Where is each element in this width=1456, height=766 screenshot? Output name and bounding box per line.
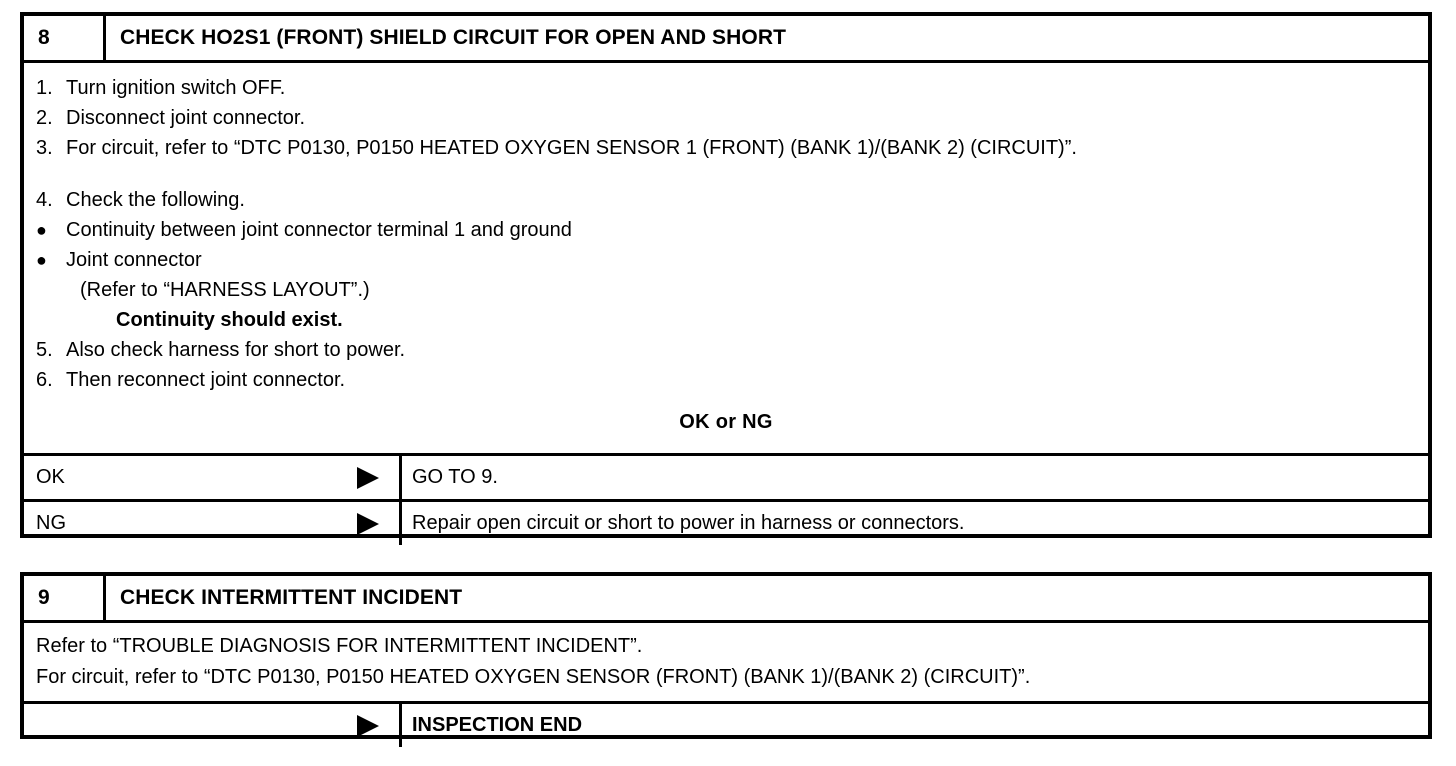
instruction-text: Then reconnect joint connector. <box>66 369 346 391</box>
step-8-number: 8 <box>24 16 106 60</box>
step-8-title: CHECK HO2S1 (FRONT) SHIELD CIRCUIT FOR O… <box>120 26 787 49</box>
triangle-right-icon <box>357 512 379 535</box>
step-9-header: 9 CHECK INTERMITTENT INCIDENT <box>24 576 1428 623</box>
step-9-title: CHECK INTERMITTENT INCIDENT <box>120 586 463 609</box>
step-8-body: 1. Turn ignition switch OFF. 2. Disconnect… <box>24 63 1428 453</box>
instruction-text: For circuit, refer to “DTC P0130, P0150 … <box>66 137 1077 159</box>
result-action-inspection-end: INSPECTION END <box>412 714 583 736</box>
step-9-body: Refer to “TROUBLE DIAGNOSIS FOR INTERMIT… <box>24 623 1428 701</box>
instruction-reference-line: (Refer to “HARNESS LAYOUT”.) <box>80 279 370 301</box>
instruction-line: 2. Disconnect joint connector. <box>24 103 1428 133</box>
instruction-bullet-line: ● Continuity between joint connector term… <box>24 215 1428 245</box>
instruction-text: Joint connector <box>66 249 202 271</box>
result-condition-cell: NG <box>24 502 402 545</box>
instruction-text: Check the following. <box>66 189 245 211</box>
result-condition-cell: OK <box>24 456 402 499</box>
step-9-number: 9 <box>24 576 106 620</box>
triangle-right-icon <box>357 466 379 489</box>
instruction-index: 4. <box>36 189 53 211</box>
step-8-header: 8 CHECK HO2S1 (FRONT) SHIELD CIRCUIT FOR… <box>24 16 1428 63</box>
diagnostic-step-box-9: 9 CHECK INTERMITTENT INCIDENT Refer to “… <box>20 572 1432 747</box>
step-8-verdict: OK or NG <box>679 411 773 433</box>
instruction-index: 3. <box>36 137 53 159</box>
instruction-line: 5. Also check harness for short to power. <box>24 335 1428 365</box>
result-condition-label: OK <box>36 466 65 488</box>
result-action-ok: GO TO 9. <box>412 466 498 488</box>
bullet-icon: ● <box>36 220 47 240</box>
instruction-text: Disconnect joint connector. <box>66 107 306 129</box>
instruction-index: 6. <box>36 369 53 391</box>
result-condition-label: NG <box>36 512 66 534</box>
body-spacer <box>24 163 1428 185</box>
instruction-line: 6. Then reconnect joint connector. <box>24 365 1428 395</box>
instruction-text: Also check harness for short to power. <box>66 339 406 361</box>
instruction-index: 2. <box>36 107 53 129</box>
instruction-index: 5. <box>36 339 53 361</box>
instruction-line: For circuit, refer to “DTC P0130, P0150 … <box>36 666 1031 688</box>
bullet-icon: ● <box>36 250 47 270</box>
result-row-ok: OK GO TO 9. <box>24 453 1428 499</box>
instruction-line: 3. For circuit, refer to “DTC P0130, P015… <box>24 133 1428 163</box>
result-action-ng: Repair open circuit or short to power in… <box>412 512 965 534</box>
diagnostic-step-box-8: 8 CHECK HO2S1 (FRONT) SHIELD CIRCUIT FOR… <box>20 12 1432 545</box>
result-row-ng: NG Repair open circuit or short to power… <box>24 499 1428 545</box>
instruction-index: 1. <box>36 77 53 99</box>
result-condition-cell <box>24 704 402 747</box>
instruction-expected-result: Continuity should exist. <box>116 309 343 331</box>
instruction-text: Continuity between joint connector termi… <box>66 219 572 241</box>
instruction-line: Refer to “TROUBLE DIAGNOSIS FOR INTERMIT… <box>36 635 643 657</box>
instruction-line: 4. Check the following. <box>24 185 1428 215</box>
instruction-line: 1. Turn ignition switch OFF. <box>24 73 1428 103</box>
result-row-end: INSPECTION END <box>24 701 1428 747</box>
instruction-bullet-line: ● Joint connector <box>24 245 1428 275</box>
triangle-right-icon <box>357 714 379 737</box>
instruction-text: Turn ignition switch OFF. <box>66 77 286 99</box>
